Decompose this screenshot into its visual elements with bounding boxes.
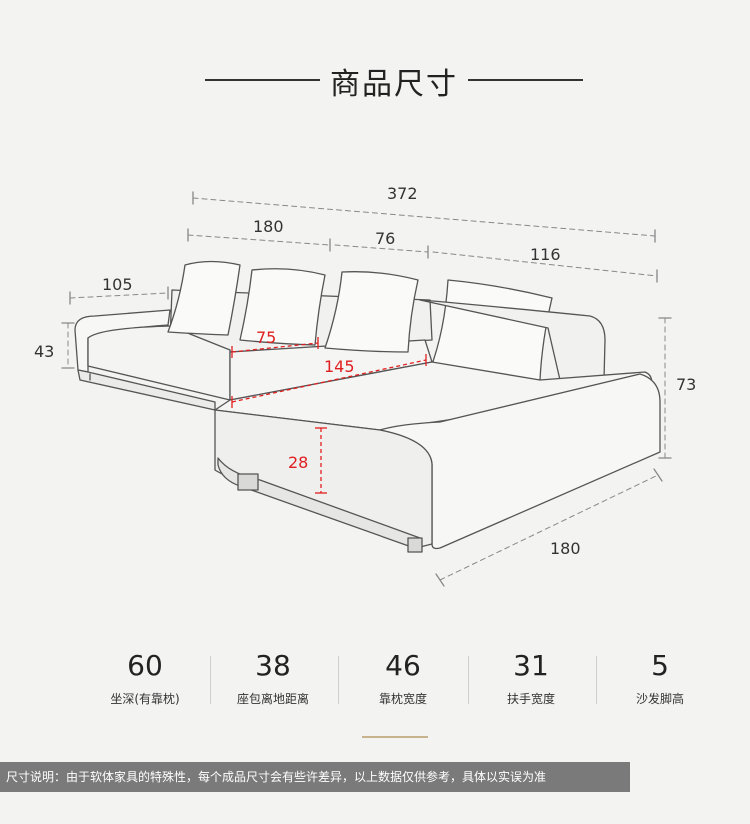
size-disclaimer: 尺寸说明：由于软体家具的特殊性，每个成品尺寸会有些许差异，以上数据仅供参考，具体…	[0, 762, 630, 792]
dim-line-middle-segment	[334, 244, 429, 253]
label-seat-depth-left: 75	[256, 328, 277, 347]
label-seat-depth-chaise: 145	[324, 357, 355, 376]
dim-line-left-segment	[187, 234, 331, 246]
dim-line-arm-width	[69, 292, 169, 299]
dim-line-chaise-depth	[439, 474, 659, 581]
spec-label: 座包离地距离	[236, 692, 309, 706]
title-divider-right	[468, 79, 583, 81]
section-title: 商品尺寸	[0, 55, 750, 105]
dim-line-right-segment	[432, 251, 658, 277]
spec-list: 60 坐深(有靠枕) 38 座包离地距离 46 靠枕宽度 31 扶手宽度 5 沙…	[80, 646, 710, 716]
spec-label: 坐深(有靠枕)	[110, 692, 180, 706]
label-middle-segment: 76	[375, 229, 396, 248]
spec-divider	[468, 656, 469, 704]
page-title: 商品尺寸	[330, 67, 458, 102]
spec-value: 38	[255, 649, 291, 682]
label-total-height: 73	[676, 375, 697, 394]
spec-value: 5	[651, 649, 669, 682]
spec-item-seat-height: 38 座包离地距离	[208, 646, 338, 707]
measure-line-seat-left	[231, 342, 319, 353]
spec-value: 31	[513, 649, 549, 682]
label-total-length: 372	[387, 184, 418, 203]
spec-divider	[210, 656, 211, 704]
label-right-segment: 116	[530, 245, 561, 264]
accent-divider	[362, 736, 428, 738]
label-left-segment: 180	[253, 217, 284, 236]
label-arm-height: 43	[34, 342, 55, 361]
spec-divider	[338, 656, 339, 704]
label-chaise-depth: 180	[550, 539, 581, 558]
sofa-dimension-diagram: 372 180 76 116 105 43 73 180 75 145 28	[0, 140, 750, 620]
spec-value: 46	[385, 649, 421, 682]
measure-line-seat-chaise	[231, 359, 427, 403]
spec-value: 60	[127, 649, 163, 682]
spec-divider	[596, 656, 597, 704]
spec-label: 扶手宽度	[506, 692, 555, 706]
title-divider-left	[205, 79, 320, 81]
spec-label: 沙发脚高	[635, 692, 684, 706]
spec-label: 靠枕宽度	[378, 692, 427, 706]
dim-line-total-length	[192, 197, 656, 237]
spec-item-leg-height: 5 沙发脚高	[595, 646, 725, 707]
sofa-illustration	[61, 191, 672, 587]
label-seat-height: 28	[288, 453, 309, 472]
label-arm-width: 105	[102, 275, 133, 294]
spec-item-arm-width: 31 扶手宽度	[466, 646, 596, 707]
spec-item-pillow-width: 46 靠枕宽度	[338, 646, 468, 707]
spec-item-seat-depth: 60 坐深(有靠枕)	[80, 646, 210, 707]
